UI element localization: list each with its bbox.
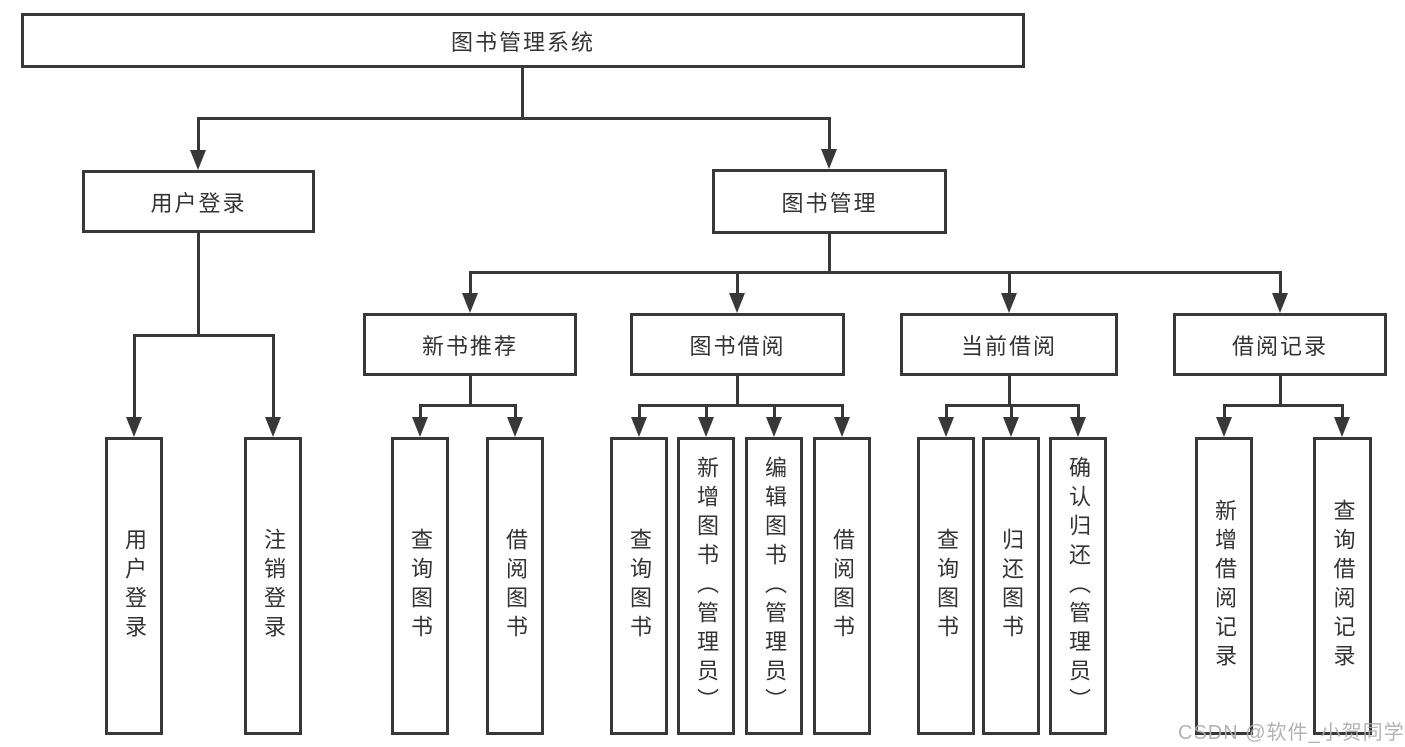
node-return-books: 归还图书: [982, 437, 1040, 735]
connector-vline: [772, 404, 776, 419]
connector-vline: [196, 233, 200, 336]
node-query-books-borrow: 查询图书: [610, 437, 668, 735]
connector-hline: [637, 404, 844, 407]
node-add-books-admin-label: 新增图书（管理员）: [694, 455, 719, 717]
node-confirm-return-admin-label: 确认归还（管理员）: [1066, 455, 1091, 717]
connector-vline: [468, 376, 472, 407]
node-book-management-module-label: 图书管理: [781, 190, 878, 216]
connector-vline: [735, 271, 739, 295]
node-user-login-action: 用户登录: [105, 437, 163, 735]
node-borrow-books-borrow: 借阅图书: [813, 437, 871, 735]
connector-vline: [520, 68, 524, 118]
connector-arrowhead: [938, 417, 954, 437]
connector-vline: [704, 404, 708, 419]
connector-vline: [513, 404, 517, 419]
connector-vline: [1222, 404, 1226, 419]
node-new-book-recommend-label: 新书推荐: [421, 333, 518, 359]
node-borrow-books-borrow-label: 借阅图书: [830, 528, 855, 644]
connector-arrowhead: [698, 417, 714, 437]
csdn-watermark: CSDN @软件_小贺同学: [1178, 722, 1405, 744]
connector-arrowhead: [265, 417, 281, 437]
node-query-books-current-label: 查询图书: [934, 528, 959, 644]
node-borrow-records-label: 借阅记录: [1231, 333, 1328, 359]
node-current-borrow: 当前借阅: [900, 313, 1118, 376]
connector-vline: [1009, 404, 1013, 419]
connector-vline: [132, 334, 136, 418]
node-root: 图书管理系统: [21, 13, 1025, 68]
connector-vline: [735, 376, 739, 407]
node-query-borrow-record: 查询借阅记录: [1313, 437, 1372, 735]
connector-vline: [944, 404, 948, 419]
connector-vline: [1278, 376, 1282, 407]
node-query-books-borrow-label: 查询图书: [627, 528, 652, 644]
node-current-borrow-label: 当前借阅: [960, 333, 1057, 359]
node-return-books-label: 归还图书: [999, 528, 1024, 644]
connector-vline: [827, 117, 831, 150]
connector-vline: [1076, 404, 1080, 419]
connector-hline: [468, 271, 1282, 274]
connector-vline: [1007, 376, 1011, 407]
node-edit-books-admin-label: 编辑图书（管理员）: [762, 455, 787, 717]
connector-hline: [418, 404, 517, 407]
node-add-borrow-record: 新增借阅记录: [1195, 437, 1253, 735]
connector-hline: [132, 334, 275, 337]
connector-arrowhead: [1272, 293, 1288, 313]
connector-hline: [1222, 404, 1344, 407]
connector-arrowhead: [1070, 417, 1086, 437]
connector-vline: [1340, 404, 1344, 419]
connector-arrowhead: [190, 150, 206, 170]
node-logout-action: 注销登录: [244, 437, 302, 735]
node-user-login-module: 用户登录: [82, 170, 315, 233]
node-confirm-return-admin: 确认归还（管理员）: [1049, 437, 1107, 735]
connector-vline: [418, 404, 422, 419]
connector-arrowhead: [631, 417, 647, 437]
node-borrow-records: 借阅记录: [1173, 313, 1387, 376]
connector-arrowhead: [1216, 417, 1232, 437]
node-query-borrow-record-label: 查询借阅记录: [1330, 499, 1356, 673]
node-query-books-current: 查询图书: [917, 437, 975, 735]
connector-arrowhead: [729, 293, 745, 313]
node-add-books-admin: 新增图书（管理员）: [677, 437, 735, 735]
node-new-book-recommend: 新书推荐: [363, 313, 577, 376]
node-query-books-recommend-label: 查询图书: [408, 528, 433, 644]
node-root-label: 图书管理系统: [450, 29, 595, 55]
connector-arrowhead: [821, 149, 837, 169]
node-user-login-action-label: 用户登录: [122, 528, 147, 644]
node-borrow-books-recommend-label: 借阅图书: [503, 528, 528, 644]
node-add-borrow-record-label: 新增借阅记录: [1212, 499, 1237, 673]
connector-arrowhead: [1334, 417, 1350, 437]
node-book-management-module: 图书管理: [712, 169, 947, 234]
node-edit-books-admin: 编辑图书（管理员）: [745, 437, 803, 735]
connector-vline: [468, 271, 472, 295]
connector-vline: [271, 334, 275, 418]
connector-vline: [1278, 271, 1282, 295]
node-book-borrow: 图书借阅: [630, 313, 845, 376]
connector-vline: [1007, 271, 1011, 295]
node-borrow-books-recommend: 借阅图书: [486, 437, 544, 735]
connector-arrowhead: [507, 417, 523, 437]
connector-vline: [196, 117, 200, 151]
connector-arrowhead: [1001, 293, 1017, 313]
connector-arrowhead: [126, 417, 142, 437]
connector-vline: [840, 404, 844, 419]
connector-arrowhead: [1003, 417, 1019, 437]
connector-arrowhead: [462, 293, 478, 313]
node-book-borrow-label: 图书借阅: [689, 333, 786, 359]
connector-arrowhead: [766, 417, 782, 437]
connector-hline: [196, 117, 831, 120]
connector-vline: [827, 234, 831, 274]
node-user-login-module-label: 用户登录: [150, 190, 247, 216]
connector-vline: [637, 404, 641, 419]
connector-arrowhead: [412, 417, 428, 437]
node-logout-action-label: 注销登录: [261, 528, 286, 644]
node-query-books-recommend: 查询图书: [391, 437, 449, 735]
connector-arrowhead: [834, 417, 850, 437]
